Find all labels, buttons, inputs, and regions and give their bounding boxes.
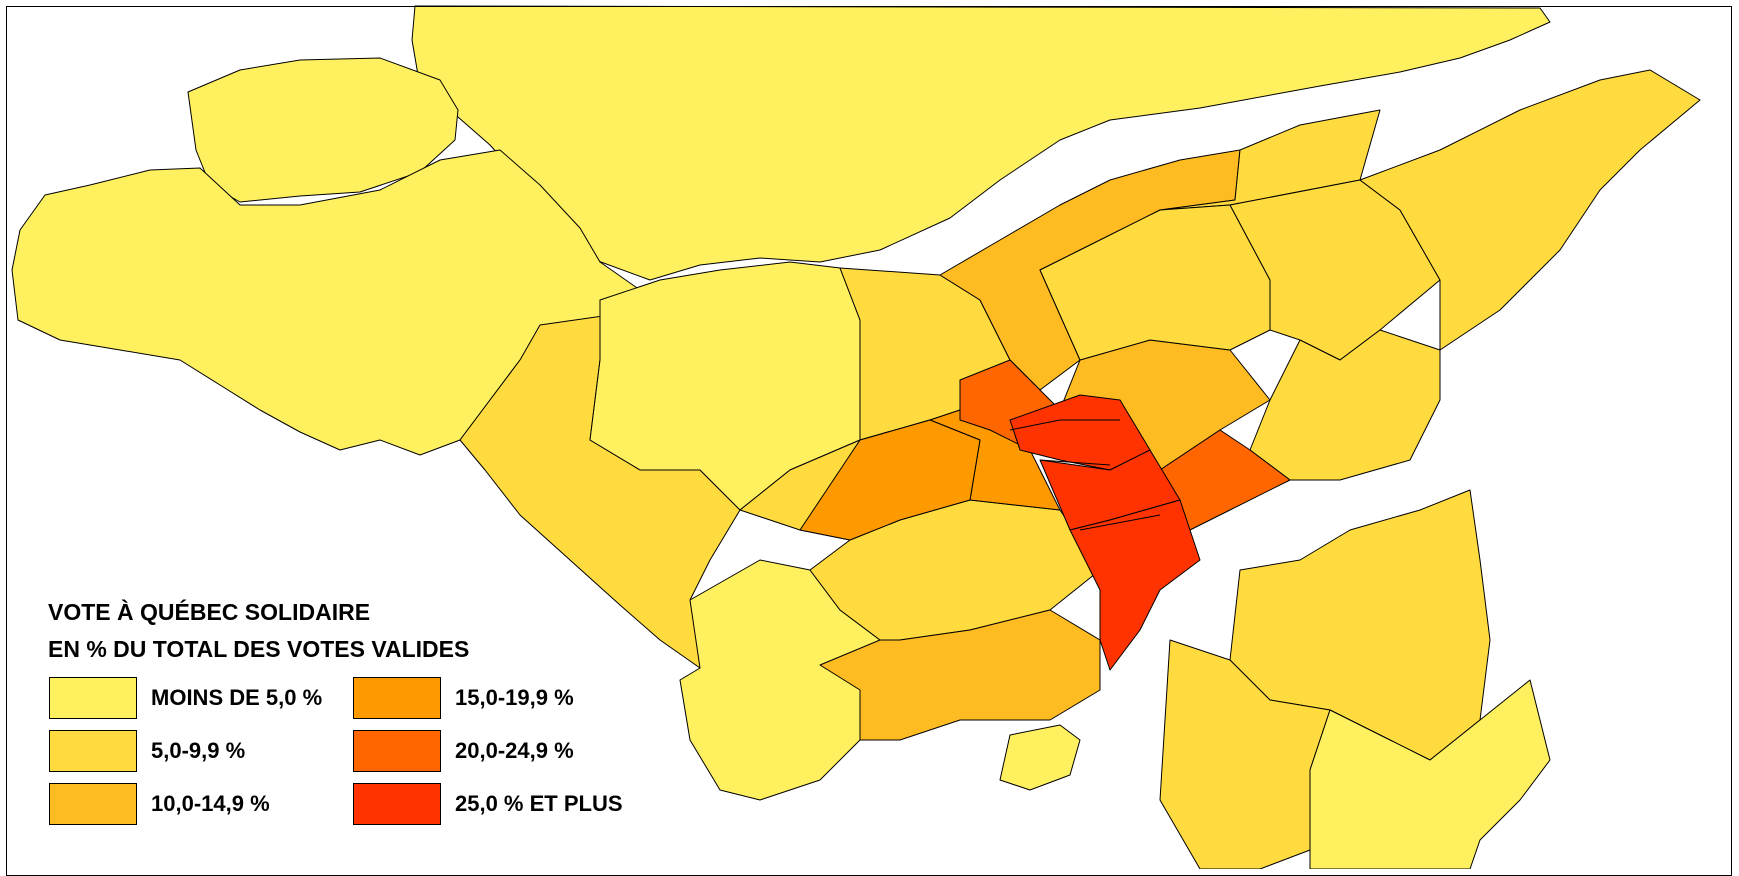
legend-label-0: MOINS DE 5,0 % [151, 685, 323, 710]
legend-title-line2: EN % DU TOTAL DES VOTES VALIDES [48, 636, 470, 662]
legend-title-line1: VOTE À QUÉBEC SOLIDAIRE [48, 599, 371, 625]
legend-item-3: 15,0-19,9 % [353, 676, 574, 720]
legend-label-1: 5,0-9,9 % [151, 738, 246, 763]
island-small[interactable] [999, 724, 1081, 791]
legend-swatch-3 [353, 677, 441, 719]
legend-swatch-2 [49, 783, 137, 825]
legend-swatch-0 [49, 677, 137, 719]
legend-item-2: 10,0-14,9 % [49, 782, 270, 826]
legend-label-4: 20,0-24,9 % [455, 738, 574, 763]
legend-item-5: 25,0 % ET PLUS [353, 782, 623, 826]
legend-title: VOTE À QUÉBEC SOLIDAIRE EN % DU TOTAL DE… [48, 594, 469, 668]
legend-item-0: MOINS DE 5,0 % [49, 676, 322, 720]
river-outline [1009, 419, 1161, 531]
legend-swatch-5 [353, 783, 441, 825]
district-north-laval-1[interactable] [411, 5, 1551, 281]
legend-swatch-4 [353, 730, 441, 772]
district-hochelaga-north[interactable] [799, 419, 981, 541]
legend-item-4: 20,0-24,9 % [353, 729, 574, 773]
legend-label-3: 15,0-19,9 % [455, 685, 574, 710]
legend-label-2: 10,0-14,9 % [151, 791, 270, 816]
district-east-d[interactable] [1359, 69, 1701, 351]
legend-label-5: 25,0 % ET PLUS [455, 791, 623, 816]
district-ville-marie[interactable] [1069, 499, 1201, 671]
legend-item-1: 5,0-9,9 % [49, 729, 245, 773]
district-south-central[interactable] [819, 609, 1101, 741]
legend-swatch-1 [49, 730, 137, 772]
district-east-b[interactable] [1039, 204, 1271, 361]
map-frame [6, 6, 1732, 876]
district-south-shore-3[interactable] [1309, 679, 1551, 869]
